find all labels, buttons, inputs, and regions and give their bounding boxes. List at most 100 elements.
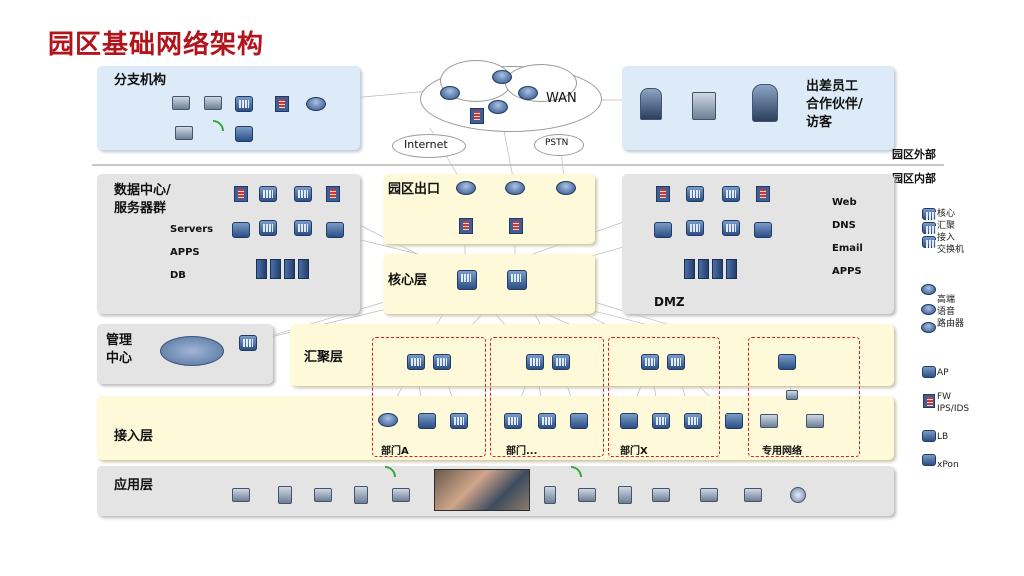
access-label: 接入层 (114, 429, 154, 444)
laptop-icon (175, 126, 193, 140)
dmz-item: Web (832, 197, 857, 208)
router-icon (921, 284, 936, 295)
switch-icon (686, 186, 704, 202)
dmz-item: APPS (832, 266, 862, 277)
traveling-employee-icon (640, 88, 662, 120)
router-icon (556, 181, 576, 195)
legend-text: 核心 (937, 209, 956, 219)
datacenter-item: Servers (170, 224, 214, 235)
datacenter-panel (97, 174, 360, 314)
dmz-item: Email (832, 243, 863, 254)
camera-icon (354, 486, 368, 504)
laptop-icon (578, 488, 596, 502)
management-label-1: 管理 (106, 333, 133, 348)
ap-icon (570, 413, 588, 429)
outside-zone-label: 园区外部 (892, 148, 936, 161)
switch-icon (259, 220, 277, 236)
fax-icon (700, 488, 718, 502)
core-switch-icon (457, 270, 477, 290)
access-switch-icon (538, 413, 556, 429)
onu-icon (806, 414, 824, 428)
xpon-icon (922, 454, 936, 466)
management-label-2: 中心 (106, 351, 133, 366)
access-switch-icon (450, 413, 468, 429)
legend-text: 接入 (937, 233, 956, 243)
switch-icon (259, 186, 277, 202)
firewall-icon (923, 394, 935, 408)
router-icon (488, 100, 508, 114)
visitor-icon (752, 84, 778, 122)
aggregation-switch-icon (407, 354, 425, 370)
router-icon (921, 322, 936, 333)
aggregation-switch-icon (526, 354, 544, 370)
router-icon (518, 86, 538, 100)
firewall-icon (509, 218, 523, 234)
router-icon (440, 86, 460, 100)
legend: 核心 汇聚 接入 交换机 高端 语音 路由器 AP FW IPS/IDS LB … (920, 204, 980, 484)
printer-icon (744, 488, 762, 502)
firewall-icon (275, 96, 289, 112)
external-users-label-3: 访客 (806, 115, 833, 130)
pc-icon (618, 486, 632, 504)
switch-icon (722, 186, 740, 202)
router-icon (306, 97, 326, 111)
firewall-icon (326, 186, 340, 202)
datacenter-label-2: 服务器群 (114, 201, 167, 216)
onu-icon (760, 414, 778, 428)
ip-phone-icon (652, 488, 670, 502)
firewall-icon (756, 186, 770, 202)
ip-phone-icon (204, 96, 222, 110)
switch-icon (722, 220, 740, 236)
router-icon (921, 304, 936, 315)
server-icon (270, 259, 281, 279)
core-switch-icon (507, 270, 527, 290)
external-users-label-1: 出差员工 (806, 79, 859, 94)
lb-icon (654, 222, 672, 238)
router-icon (492, 70, 512, 84)
server-icon (256, 259, 267, 279)
switch-icon (922, 208, 936, 220)
external-users-label-2: 合作伙伴/ (806, 97, 863, 112)
access-switch-icon (504, 413, 522, 429)
olt-icon (778, 354, 796, 370)
dmz-label: DMZ (654, 295, 685, 309)
department-x-group (608, 337, 720, 457)
switch-icon (235, 96, 253, 112)
lb-icon (326, 222, 344, 238)
server-icon (284, 259, 295, 279)
internet-label: Internet (404, 138, 448, 151)
server-icon (726, 259, 737, 279)
core-label: 核心层 (388, 273, 428, 288)
switch-icon (922, 236, 936, 248)
switch-icon (922, 222, 936, 234)
legend-text: 交换机 (937, 245, 965, 255)
surveillance-camera-icon (790, 487, 806, 503)
laptop-icon (392, 488, 410, 502)
legend-text: xPon (937, 460, 959, 470)
phone-icon (172, 96, 190, 110)
datacenter-item: APPS (170, 247, 200, 258)
datacenter-label-1: 数据中心/ (114, 183, 171, 198)
server-icon (698, 259, 709, 279)
department-etc-group (490, 337, 604, 457)
ip-phone-icon (314, 488, 332, 502)
legend-text: 高端 (937, 295, 956, 305)
pstn-label: PSTN (545, 138, 569, 148)
router-icon (456, 181, 476, 195)
router-icon (378, 413, 398, 427)
server-icon (298, 259, 309, 279)
zone-divider (92, 164, 944, 166)
server-icon (684, 259, 695, 279)
splitter-icon (786, 390, 798, 400)
aggregation-switch-icon (433, 354, 451, 370)
department-a-group (372, 337, 486, 457)
management-console-icon (160, 336, 224, 366)
switch-icon (294, 220, 312, 236)
ap-icon (418, 413, 436, 429)
legend-text: LB (937, 432, 949, 442)
ap-icon (922, 366, 936, 378)
router-icon (505, 181, 525, 195)
ap-icon (725, 413, 743, 429)
ap-icon (235, 126, 253, 142)
legend-text: AP (937, 368, 949, 378)
